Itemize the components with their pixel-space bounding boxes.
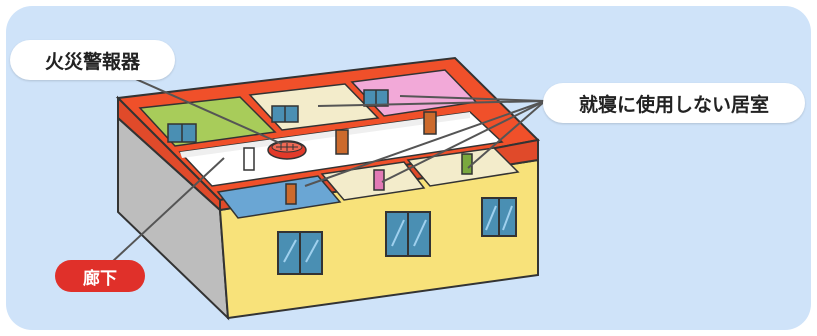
leader-fire-alarm: [119, 71, 283, 145]
leader-corridor: [111, 157, 225, 263]
bedroom-label: 就寝に使用しない居室: [543, 83, 805, 123]
fire-alarm-icon: [267, 140, 307, 160]
doors: [243, 111, 473, 205]
leader-bedroom-5: [467, 100, 546, 169]
corridor-label: 廊下: [55, 260, 145, 292]
leader-bedroom-4: [381, 100, 546, 183]
front-windows: [277, 197, 517, 275]
back-windows: [167, 89, 389, 143]
leader-bedroom-1: [399, 95, 546, 102]
room-blue: [216, 175, 342, 219]
corridor-wall: [180, 112, 470, 158]
leader-bedroom-3: [304, 100, 546, 187]
fire-alarm-label: 火災警報器: [10, 40, 175, 80]
leader-bedroom-2: [317, 100, 546, 107]
leader-lines: [111, 71, 546, 263]
